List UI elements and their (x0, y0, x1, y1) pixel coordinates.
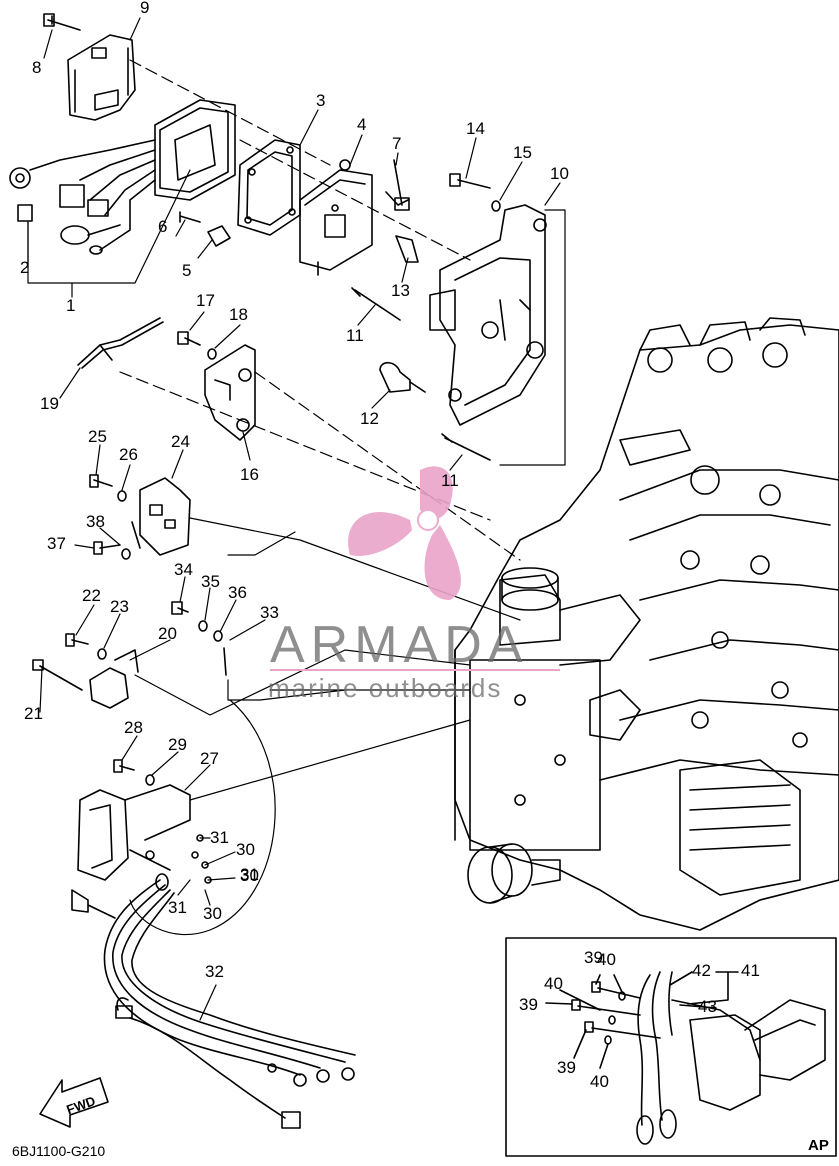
callout-23: 23 (110, 597, 129, 616)
callout-labels: 9 8 3 4 7 14 15 10 6 5 2 1 13 11 12 11 1… (20, 0, 760, 1091)
callout-40-c: 40 (590, 1072, 609, 1091)
callout-21: 21 (24, 704, 43, 723)
gasket-part-3-drawing (237, 139, 301, 236)
wire-harness-part-32-drawing (71, 879, 356, 1129)
callout-28: 28 (124, 718, 143, 737)
engine-block-drawing (454, 317, 839, 931)
callout-29: 29 (168, 735, 187, 754)
callout-12: 12 (360, 409, 379, 428)
bracket-part-9-drawing (43, 13, 136, 121)
callout-35: 35 (201, 572, 220, 591)
callout-5: 5 (182, 261, 191, 280)
callout-1: 1 (66, 296, 75, 315)
sensor-part-20-drawing (32, 633, 139, 709)
inset-tag: AP (808, 1137, 829, 1154)
callout-36: 36 (228, 583, 247, 602)
armada-watermark: ARMADA marine outboards (268, 466, 560, 703)
bolt-part-7-drawing (385, 159, 410, 211)
callout-39-b: 39 (519, 995, 538, 1014)
callout-41: 41 (741, 961, 760, 980)
callout-18: 18 (229, 305, 248, 324)
callout-40-b: 40 (544, 974, 563, 993)
callout-10: 10 (550, 164, 569, 183)
diagram-code: 6BJ1100-G210 (12, 1143, 105, 1159)
callout-38: 38 (86, 512, 105, 531)
callout-20: 20 (158, 624, 177, 643)
callout-11: 11 (346, 326, 364, 345)
leader-lines (27, 17, 566, 1021)
callout-30-a: 30 (236, 840, 255, 859)
watermark-brand: ARMADA (270, 616, 528, 674)
sensor-part-33-drawing (171, 601, 227, 676)
callout-6: 6 (158, 217, 167, 236)
callout-26: 26 (119, 445, 138, 464)
callout-9: 9 (140, 0, 149, 17)
callout-15: 15 (513, 143, 532, 162)
callout-32: 32 (205, 962, 224, 981)
clamp-part-5-drawing (179, 211, 231, 247)
bracket-part-16-drawing (177, 331, 256, 441)
callout-8: 8 (32, 58, 41, 77)
inset-ground-lead-drawing (545, 971, 826, 1145)
callout-14: 14 (466, 119, 485, 138)
callout-4: 4 (357, 115, 366, 134)
callout-11-lower: 11 (441, 471, 459, 490)
bolt-part-14-drawing (449, 173, 501, 212)
callout-25: 25 (88, 427, 107, 446)
bracket-part-24-drawing (89, 474, 191, 560)
clips-ties-drawing (351, 235, 491, 461)
callout-33: 33 (260, 603, 279, 622)
callout-2: 2 (20, 258, 29, 277)
propeller-logo-icon (348, 466, 461, 600)
callout-31-c: 31 (168, 898, 187, 917)
callout-30-c: 30 (203, 904, 222, 923)
callout-34: 34 (174, 560, 193, 579)
bracket-part-10-drawing (429, 204, 547, 426)
cable-tie-part-19-drawing (77, 317, 164, 369)
callout-3: 3 (316, 91, 325, 110)
callout-40-a: 40 (597, 950, 616, 969)
callout-17: 17 (196, 291, 215, 310)
callout-16: 16 (240, 465, 259, 484)
cdi-unit-part-1-drawing (9, 99, 236, 255)
callout-30-b: 30 (240, 866, 259, 885)
callout-39-a: 39 (584, 948, 603, 967)
cover-part-4-drawing (299, 159, 373, 276)
callout-31-a: 31 (210, 828, 229, 847)
fwd-arrow (39, 1077, 109, 1128)
fwd-label: FWD (64, 1093, 97, 1117)
callout-42: 42 (692, 961, 711, 980)
callout-24: 24 (171, 432, 190, 451)
callout-43: 43 (698, 997, 717, 1016)
watermark-tagline: marine outboards (268, 673, 502, 703)
callout-19: 19 (40, 394, 59, 413)
callout-31-b: 31 (240, 865, 259, 884)
callout-13: 13 (391, 281, 410, 300)
callout-27: 27 (200, 749, 219, 768)
callout-7: 7 (392, 134, 401, 153)
inset-frame (505, 937, 837, 1157)
callout-37: 37 (47, 534, 66, 553)
callout-22: 22 (82, 586, 101, 605)
callout-39-c: 39 (557, 1058, 576, 1077)
bracket-part-27-drawing (77, 759, 212, 891)
